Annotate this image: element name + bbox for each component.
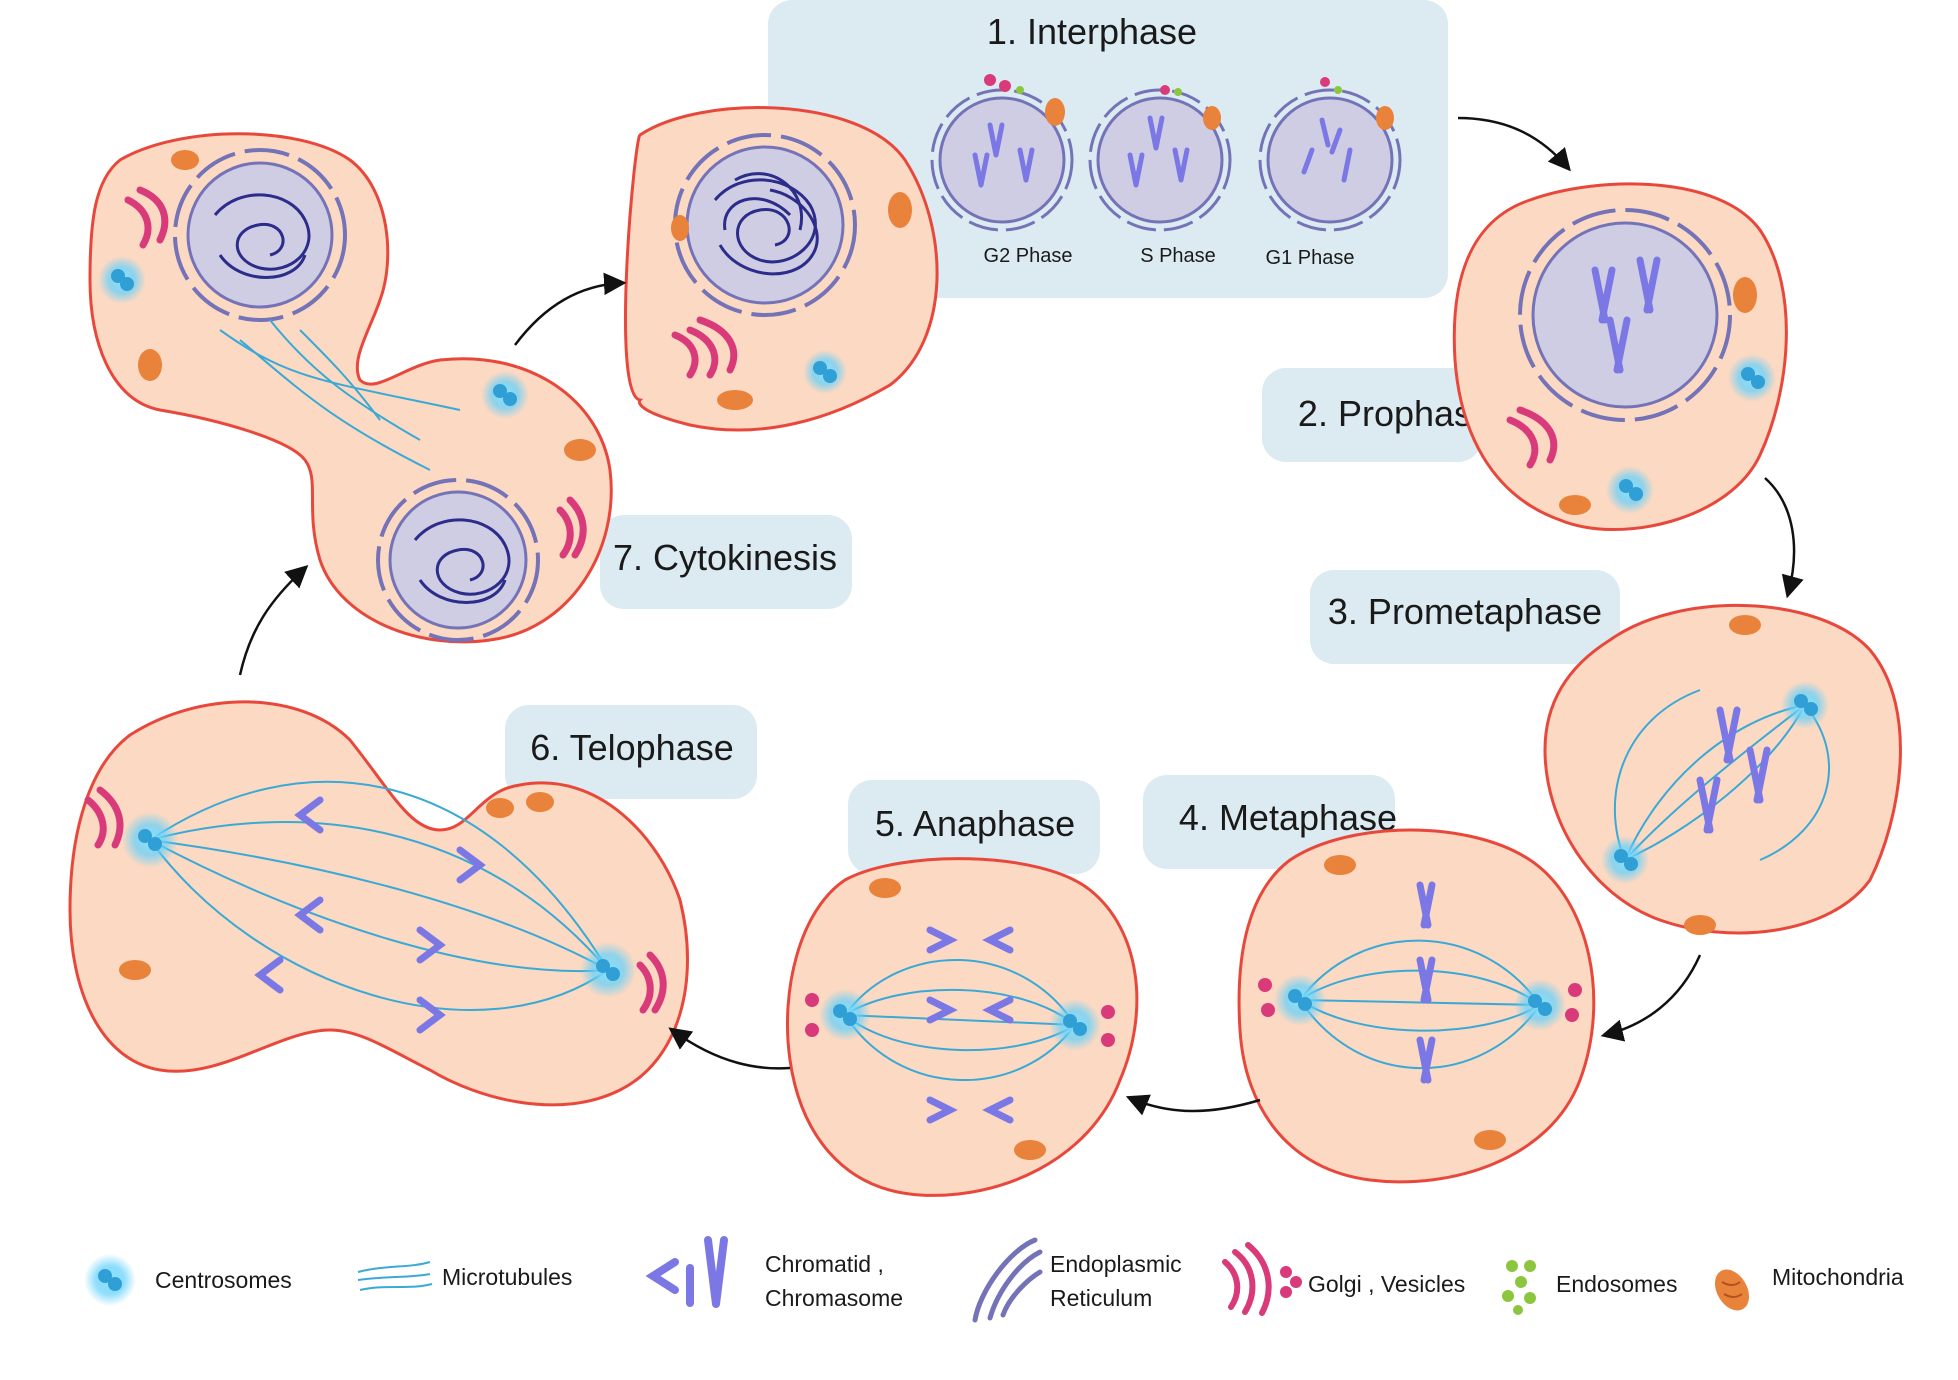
cytokinesis-cell [88, 132, 613, 644]
legend-er-line1: Endoplasmic [1050, 1251, 1182, 1277]
golgi-legend-icon [1222, 1242, 1302, 1316]
s-phase-label: S Phase [1140, 245, 1216, 267]
telophase-cell [68, 700, 689, 1107]
microtubule-legend-icon [357, 1261, 433, 1291]
er-legend-icon [972, 1237, 1043, 1323]
telophase-label-box [505, 705, 757, 799]
interphase-label: 1. Interphase [987, 11, 1197, 52]
centrosome-legend-icon [84, 1254, 136, 1306]
cytokinesis-label-box [600, 515, 852, 609]
prometaphase-label: 3. Prometaphase [1328, 591, 1602, 632]
anaphase-label: 5. Anaphase [875, 803, 1075, 844]
legend-microtubules: Microtubules [442, 1264, 572, 1290]
arrow-metaphase-to-anaphase [1125, 1094, 1261, 1116]
legend-endosomes: Endosomes [1556, 1271, 1677, 1297]
prometaphase-label-box [1310, 570, 1620, 664]
arrow-cytokinesis-to-interphase [514, 272, 627, 346]
prophase-label-box [1262, 368, 1482, 462]
interphase-cell [624, 106, 939, 432]
mitochondria-legend-icon [1714, 1269, 1750, 1311]
legend: Centrosomes Microtubules Chromatid , Chr… [84, 1236, 1904, 1323]
endosome-legend-icon [1502, 1260, 1536, 1315]
g1-nucleus [1258, 77, 1402, 232]
prometaphase-cell [1543, 603, 1902, 935]
arrow-interphase-to-prophase [1457, 116, 1571, 172]
g2-nucleus [930, 74, 1074, 232]
telophase-label: 6. Telophase [530, 727, 734, 768]
arrow-prometaphase-to-metaphase [1600, 954, 1702, 1042]
anaphase-cell [786, 857, 1139, 1197]
arrow-prophase-to-prometaphase [1764, 477, 1804, 599]
legend-golgi: Golgi , Vesicles [1308, 1271, 1465, 1297]
anaphase-label-box [848, 780, 1100, 874]
chromatid-legend-icon [645, 1236, 728, 1308]
legend-chromatid-line1: Chromatid , [765, 1251, 884, 1277]
legend-mitochondria: Mitochondria [1772, 1264, 1904, 1290]
interphase-panel: 1. Interphase G2 Phase S Phase [768, 0, 1448, 298]
g1-phase-label: G1 Phase [1266, 247, 1355, 269]
legend-centrosomes: Centrosomes [155, 1267, 292, 1293]
legend-chromatid-line2: Chromasome [765, 1285, 903, 1311]
g2-phase-label: G2 Phase [984, 245, 1073, 267]
metaphase-cell [1237, 828, 1596, 1184]
cycle-arrows [238, 116, 1804, 1116]
prophase-cell [1452, 182, 1788, 532]
arrow-telophase-to-cytokinesis [238, 564, 309, 676]
arrow-anaphase-to-telophase [668, 1027, 791, 1070]
legend-er-line2: Reticulum [1050, 1285, 1152, 1311]
cytokinesis-label: 7. Cytokinesis [613, 537, 837, 578]
metaphase-label: 4. Metaphase [1179, 797, 1397, 838]
s-nucleus [1088, 85, 1232, 232]
